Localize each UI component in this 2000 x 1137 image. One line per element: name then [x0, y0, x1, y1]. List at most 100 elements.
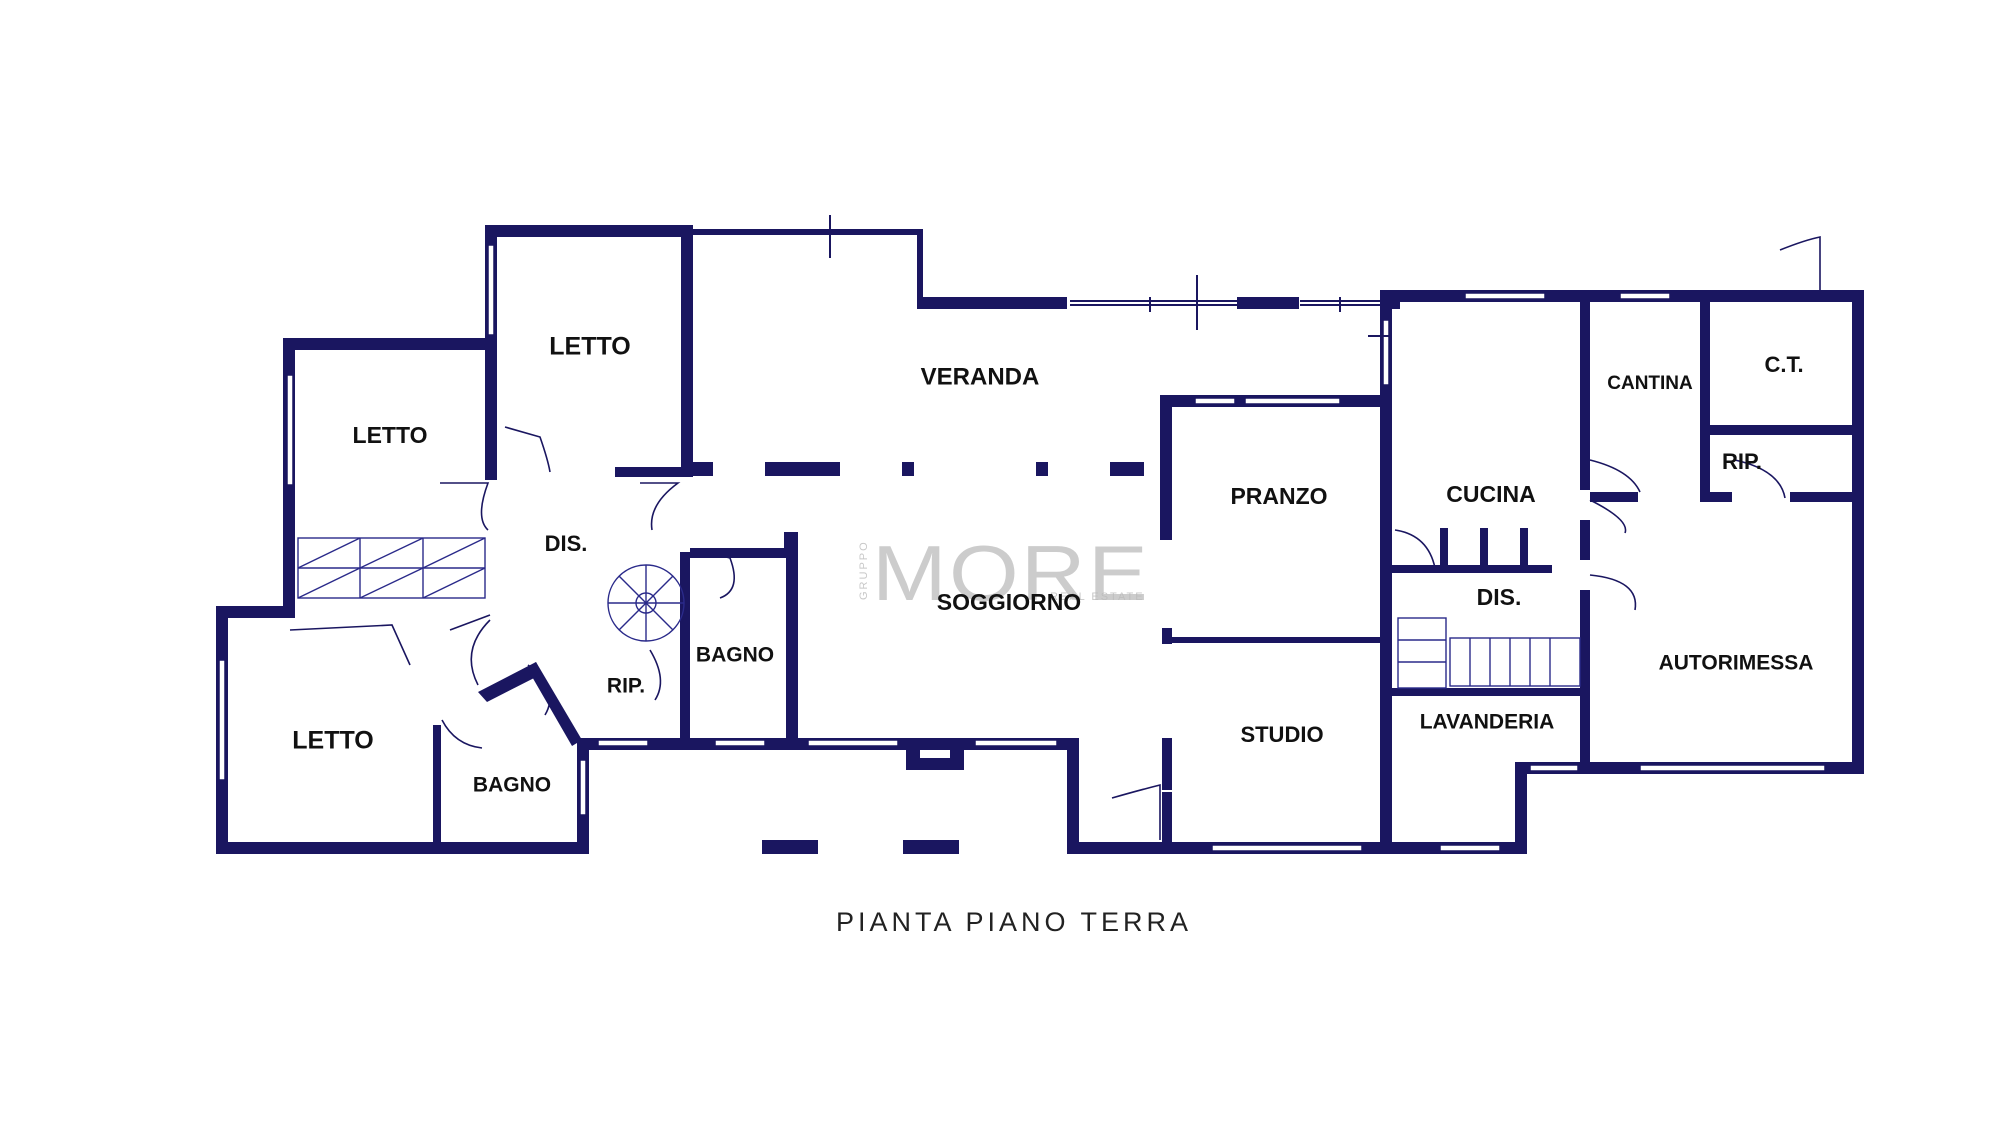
service-stair [1449, 637, 1581, 687]
wall-segment [1590, 492, 1638, 502]
wardrobe-line [359, 537, 424, 569]
wardrobe-line [359, 567, 424, 599]
wall-segment [917, 229, 923, 307]
window [286, 374, 294, 486]
door-swing [1589, 459, 1641, 493]
watermark: GRUPPO MORE REAL ESTATE [858, 529, 1150, 617]
step-pad [903, 840, 959, 854]
window [597, 739, 649, 747]
window [1639, 764, 1826, 772]
wall-segment [216, 842, 589, 854]
room-label-autorimessa: AUTORIMESSA [1659, 652, 1814, 675]
room-label-lavanderia: LAVANDERIA [1420, 711, 1555, 734]
wall-segment [902, 462, 914, 476]
window [1382, 319, 1390, 386]
window [1464, 292, 1546, 300]
door-swing [470, 619, 491, 686]
watermark-suffix: REAL ESTATE [1050, 591, 1145, 603]
wall-segment [1067, 738, 1079, 852]
wall-segment [1160, 395, 1172, 540]
wall-segment [906, 758, 962, 770]
door-swing [440, 482, 490, 531]
wall-segment [1036, 462, 1048, 476]
wall-segment [1440, 528, 1448, 570]
wall-segment [1700, 425, 1864, 435]
wall-segment [1580, 590, 1590, 770]
wall-segment [1700, 492, 1732, 502]
wall-segment [1580, 520, 1590, 560]
room-label-bagno-bottom: BAGNO [473, 774, 551, 797]
room-label-rip-left: RIP. [607, 675, 645, 698]
wall-segment [433, 725, 441, 845]
door-swing [504, 426, 551, 473]
wall-segment [283, 338, 497, 350]
room-label-ct: C.T. [1764, 352, 1803, 377]
service-stair [1397, 617, 1447, 689]
door-swing [449, 614, 491, 631]
room-labels: LETTO LETTO LETTO DIS. RIP. BAGNO BAGNO … [292, 333, 1813, 797]
room-label-bagno-center: BAGNO [696, 644, 774, 667]
wall-segment [1110, 462, 1144, 476]
wall-segment [615, 467, 693, 477]
wall-segment [950, 738, 964, 770]
door-swing [1589, 574, 1637, 611]
doors [289, 236, 1821, 840]
room-label-cucina: CUCINA [1446, 481, 1535, 507]
room-label-cantina: CANTINA [1607, 373, 1693, 394]
door-swing [1394, 529, 1436, 569]
wall-segment [485, 338, 497, 480]
plan-title: PIANTA PIANO TERRA [836, 907, 1192, 937]
wall-segment [1515, 762, 1527, 854]
room-label-soggiorno: SOGGIORNO [937, 589, 1081, 615]
wall-segment [680, 552, 690, 744]
wall-segment [1162, 738, 1172, 790]
wall-segment [216, 606, 295, 618]
window [807, 739, 899, 747]
wall-segment [1168, 637, 1384, 643]
wall-segment [1392, 565, 1552, 573]
room-label-veranda: VERANDA [921, 363, 1040, 390]
wall-segment [1162, 628, 1172, 644]
stairs [607, 564, 1581, 689]
watermark-prefix: GRUPPO [858, 540, 870, 600]
watermark-brand: MORE [872, 529, 1150, 617]
door-swing [1734, 459, 1786, 499]
window [974, 739, 1058, 747]
room-label-letto-left: LETTO [353, 422, 428, 448]
window [1529, 764, 1579, 772]
wall-segment [1852, 290, 1864, 774]
wall-segment [1237, 297, 1299, 309]
wall-segment [1520, 528, 1528, 570]
wall-segment [1380, 290, 1392, 854]
window [579, 759, 587, 816]
wall-segment [1580, 290, 1590, 490]
window [1244, 397, 1341, 405]
door-swing [1111, 783, 1161, 840]
room-label-pranzo: PRANZO [1230, 483, 1327, 509]
room-label-letto-bottom: LETTO [292, 727, 373, 755]
wall-segment [1700, 290, 1710, 500]
wall-segment [917, 297, 1067, 309]
window [1211, 844, 1363, 852]
room-label-dis-right: DIS. [1477, 584, 1522, 610]
wall-segment [485, 225, 693, 237]
window [714, 739, 766, 747]
wardrobe-line [422, 537, 486, 569]
door-swing [1779, 236, 1821, 290]
step-pad [762, 840, 818, 854]
room-label-letto-top: LETTO [549, 333, 630, 361]
window [487, 244, 495, 336]
door-swing [527, 664, 551, 716]
door-swing [640, 482, 681, 531]
window [218, 659, 226, 781]
wall-segment [786, 532, 798, 742]
wall-segment [681, 225, 693, 473]
room-label-studio: STUDIO [1240, 722, 1323, 747]
wall-segment [1162, 792, 1172, 846]
window [1194, 397, 1236, 405]
wardrobe-line [297, 537, 361, 569]
window [1619, 292, 1671, 300]
wall-segment [693, 229, 923, 235]
room-label-dis-left: DIS. [545, 531, 588, 556]
